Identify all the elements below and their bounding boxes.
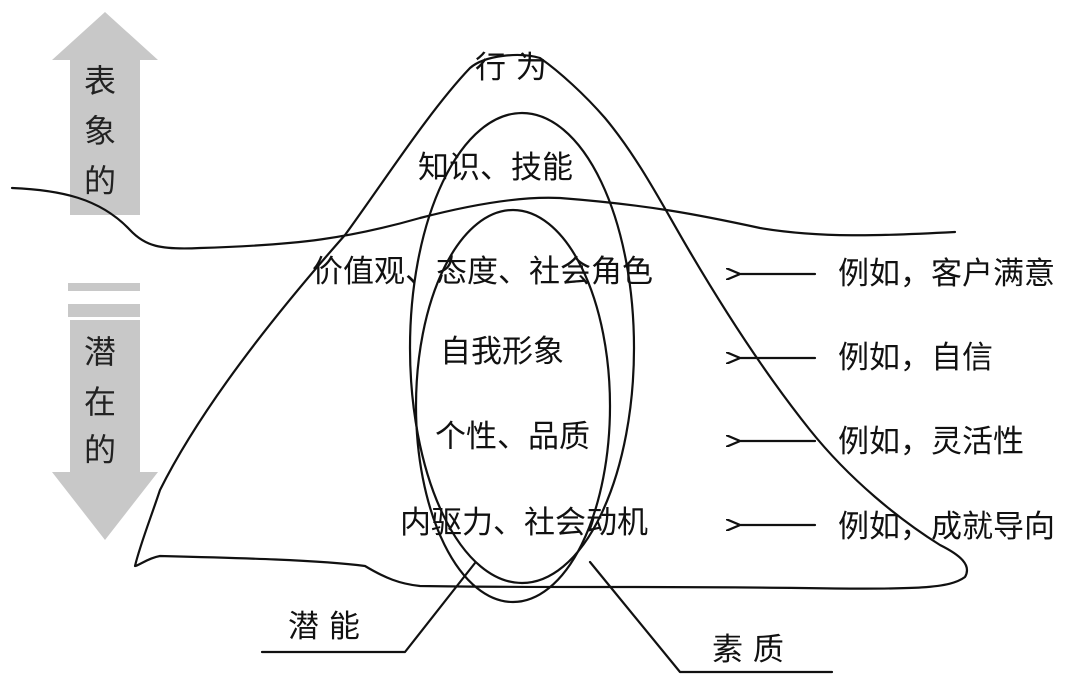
iceberg-outline — [133, 53, 968, 590]
potential-leader — [260, 561, 477, 654]
example-achievement: 例如，成就导向 — [838, 509, 1055, 545]
water-line — [10, 186, 957, 250]
callout-potential: 潜 能 — [288, 609, 360, 645]
up-arrow-icon — [52, 12, 158, 215]
divider-bar-bottom — [68, 304, 140, 317]
potential-ellipse — [414, 208, 612, 604]
layer-motives: 内驱力、社会动机 — [400, 505, 648, 541]
layer-personality: 个性、品质 — [435, 419, 590, 455]
layer-behavior: 行 为 — [475, 50, 547, 86]
surface-label-1: 表 — [84, 62, 116, 100]
example-flexibility: 例如，灵活性 — [838, 424, 1024, 460]
divider-bar-top — [68, 283, 140, 291]
callout-quality: 素 质 — [712, 632, 784, 668]
latent-label-3: 的 — [84, 431, 116, 469]
latent-label-1: 潜 — [84, 333, 116, 371]
surface-label-3: 的 — [84, 162, 116, 200]
down-arrow-icon — [52, 320, 158, 540]
layer-self-image: 自我形象 — [440, 334, 564, 370]
quality-leader — [588, 560, 834, 674]
surface-label-2: 象 — [84, 112, 116, 150]
layer-knowledge-skills: 知识、技能 — [418, 150, 573, 186]
example-customer-satisfaction: 例如，客户满意 — [838, 256, 1055, 292]
quality-ellipse — [408, 111, 636, 585]
example-confidence: 例如，自信 — [838, 340, 993, 376]
latent-label-2: 在 — [84, 383, 116, 421]
layer-values: 价值观、态度、社会角色 — [312, 254, 653, 290]
